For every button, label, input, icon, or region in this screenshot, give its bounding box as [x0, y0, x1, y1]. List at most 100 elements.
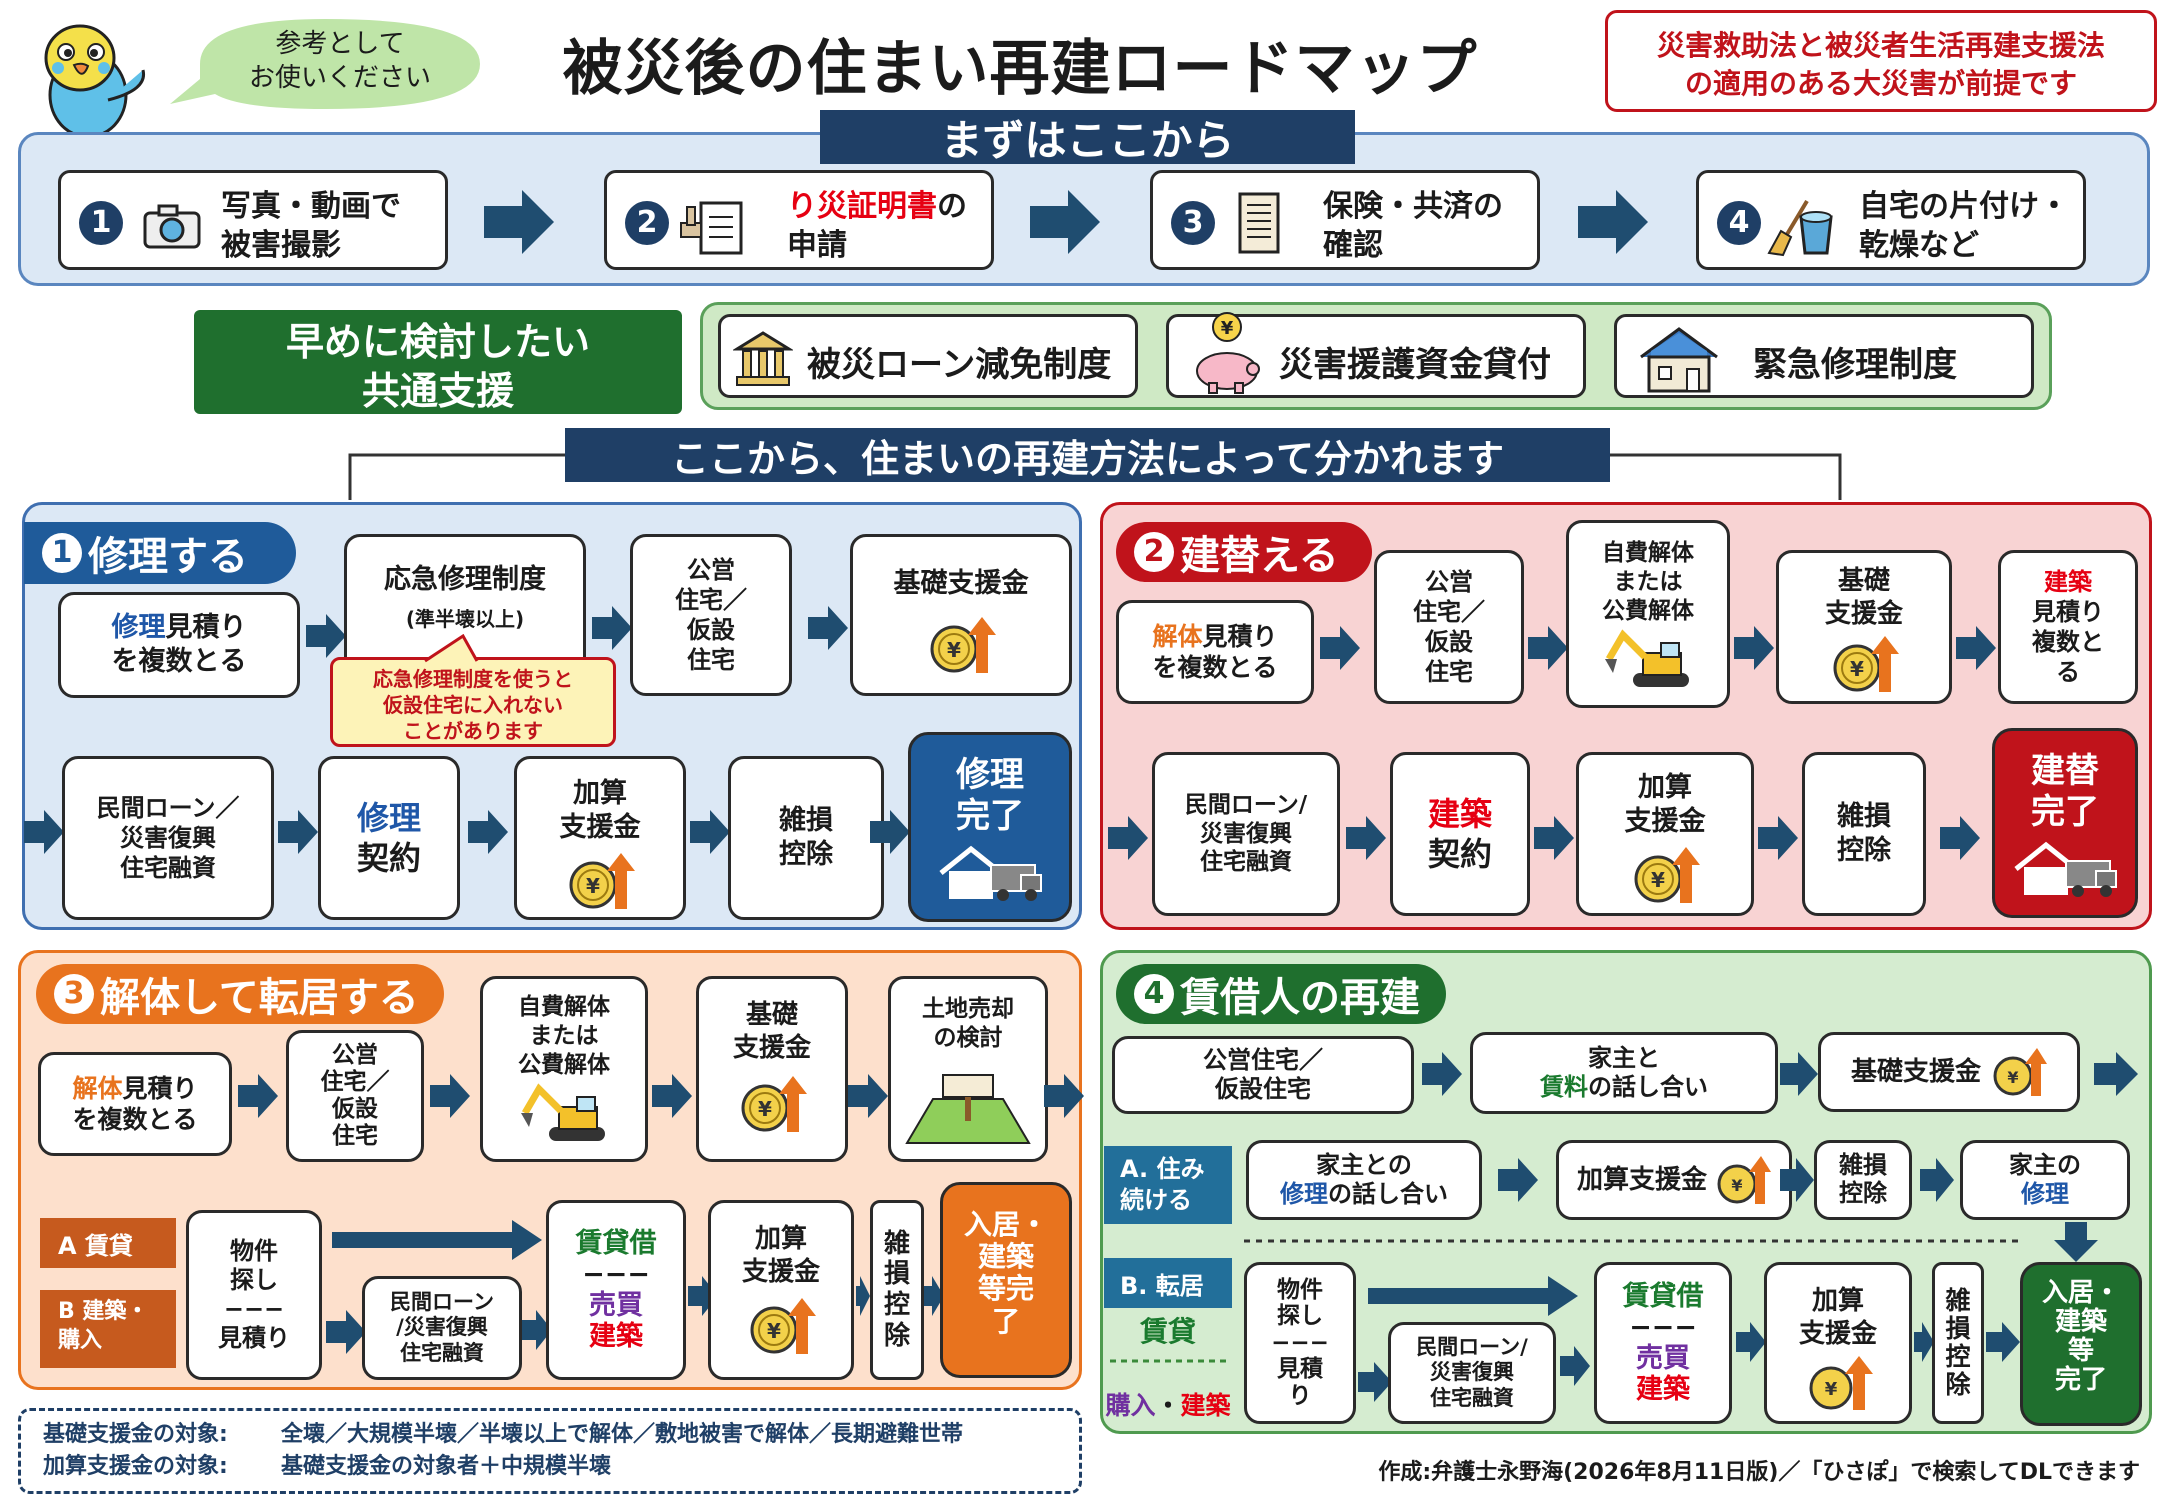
- colored-word: 建築: [1180, 1391, 1231, 1420]
- arrow-right-icon: [1534, 816, 1574, 860]
- box-text: 除: [883, 1320, 910, 1351]
- box-text: 支援金: [741, 1256, 820, 1287]
- box-text: 住宅融資: [1430, 1385, 1514, 1410]
- box-text: 公営: [332, 1041, 378, 1068]
- box-text: 損: [1945, 1314, 1971, 1343]
- lease-purchase-box: 賃貸借 −−− 売買 建築: [1594, 1262, 1732, 1424]
- box-text: 見積り: [218, 1323, 290, 1352]
- common-item-emergency-repair: 緊急修理制度: [1614, 314, 2034, 398]
- box-text: 仮設住宅: [1215, 1075, 1311, 1103]
- box-text: 探し: [230, 1266, 278, 1295]
- bank-icon: [731, 329, 795, 391]
- box-text: 控除: [1839, 1179, 1887, 1207]
- done-text: 建替: [2031, 751, 2099, 791]
- step-number: 3: [1171, 201, 1215, 245]
- section-number-icon: 3: [54, 974, 94, 1014]
- colored-word: 修理: [2021, 1180, 2069, 1208]
- arrow-right-icon: [688, 1276, 718, 1316]
- svg-text:¥: ¥: [1731, 1176, 1742, 1195]
- box-text: 民間ローン／: [96, 794, 240, 822]
- svg-text:¥: ¥: [586, 874, 600, 898]
- arrow-right-icon: [238, 1074, 278, 1118]
- box-text: 加算: [754, 1224, 807, 1254]
- casualty-deduction-box: 雑損 控除: [1814, 1140, 1912, 1220]
- house-truck-icon: [2014, 841, 2117, 897]
- step-4-box: 4 自宅の片付け・ 乾燥など: [1696, 170, 2086, 270]
- box-text: 仮設: [332, 1096, 378, 1122]
- svg-text:¥: ¥: [1651, 868, 1665, 892]
- section-number-icon: 4: [1134, 974, 1174, 1014]
- buy-build-label: 購入・建築: [1104, 1386, 1232, 1422]
- section-title-text: 建替える: [1180, 533, 1339, 579]
- casualty-deduction-box: 雑損 控除: [1802, 752, 1926, 916]
- tag-text: A. 住み: [1120, 1155, 1205, 1183]
- box-text: 加算支援金: [1576, 1164, 1707, 1195]
- private-loan-box: 民間ローン/ 災害復興 住宅融資: [1152, 752, 1340, 916]
- colored-word: 建築: [1636, 1374, 1690, 1406]
- note-label: 基礎支援金の対象:: [43, 1422, 228, 1447]
- step-2-box: 2 り災証明書の 申請: [604, 170, 994, 270]
- box-text: 雑: [883, 1228, 910, 1259]
- box-text: を複数とる: [1152, 653, 1278, 682]
- box-text: 公営: [1425, 568, 1473, 596]
- landlord-repair-box: 家主の 修理: [1960, 1140, 2130, 1220]
- box-text: または: [1613, 568, 1683, 595]
- done-text: 建築: [2054, 1307, 2107, 1338]
- first-steps-banner: まずはここから: [820, 110, 1355, 165]
- step-1-box: 1 写真・動画で 被害撮影: [58, 170, 448, 270]
- arrow-right-icon: [430, 1074, 470, 1118]
- done-text: 完了: [2054, 1365, 2107, 1396]
- box-text: 住宅: [332, 1123, 378, 1150]
- box-text: 公営: [687, 556, 735, 584]
- box-text: 住宅／: [1413, 598, 1485, 626]
- lease-purchase-box: 賃貸借 −−− 売買 建築: [546, 1200, 686, 1380]
- step-text: 乾燥など: [1859, 228, 1979, 263]
- yen-coin-up-icon: ¥: [930, 616, 996, 673]
- common-label-line: 共通支援: [361, 369, 514, 414]
- box-text: −−−: [223, 1295, 285, 1323]
- callout-line: 応急修理制度を使うと: [373, 667, 573, 691]
- box-text: 支援金: [732, 1032, 811, 1063]
- note-text: 基礎支援金の対象者＋中規模半壊: [281, 1453, 612, 1479]
- colored-word: 賃貸借: [1622, 1280, 1704, 1312]
- page-title: 被災後の住まい再建ロードマップ: [562, 34, 1478, 104]
- colored-word: 修理: [1280, 1180, 1328, 1208]
- premise-line: の適用のある大災害が前提です: [1684, 66, 2077, 100]
- house-truck-icon: [939, 845, 1042, 901]
- public-housing-box: 公営住宅／ 仮設住宅: [1112, 1036, 1414, 1114]
- arrow-right-icon: [306, 614, 346, 658]
- box-text: 契約: [356, 839, 421, 877]
- box-text: 控除: [779, 839, 833, 870]
- box-text: る: [2056, 658, 2080, 686]
- dotted-divider: [1244, 1239, 2024, 1243]
- move-tag: B. 転居: [1104, 1258, 1232, 1308]
- box-text: 基礎: [745, 1000, 798, 1030]
- step-text: 写真・動画で: [221, 189, 401, 224]
- damaged-house-icon: [1631, 321, 1727, 399]
- arrow-right-icon: [1346, 816, 1386, 860]
- box-text: 災害復興: [120, 824, 216, 852]
- yen-coin-up-icon: ¥: [741, 1076, 807, 1132]
- arrow-right-icon: [1422, 1052, 1462, 1096]
- dashed-divider: [1110, 1359, 1228, 1363]
- box-text: 公営住宅／: [1203, 1046, 1323, 1075]
- arrow-right-long-icon: [332, 1220, 542, 1260]
- support-notes-box: 基礎支援金の対象:全壊／大規模半壊／半壊以上で解体／敷地被害で解体／長期避難世帯…: [18, 1408, 1082, 1494]
- box-text: −−−: [582, 1258, 650, 1290]
- bubble-line: お使いください: [248, 62, 431, 93]
- step-text-red: り災証明書: [787, 189, 937, 224]
- tenant-complete-box: 入居・ 建築 等 完了: [2020, 1262, 2142, 1426]
- done-text: 入居・: [963, 1208, 1048, 1241]
- excavator-icon: [1605, 629, 1689, 688]
- box-text: /災害復興: [396, 1315, 488, 1340]
- arrow-right-icon: [1578, 190, 1648, 254]
- box-text: 基礎支援金: [1850, 1056, 1981, 1087]
- box-text: (準半壊以上): [405, 606, 525, 631]
- step-3-box: 3 保険・共済の 確認: [1150, 170, 1540, 270]
- document-icon: [1237, 191, 1281, 259]
- demolition-box: 自費解体 または 公費解体: [480, 976, 648, 1162]
- section-rebuild-title: 2 建替える: [1116, 522, 1372, 582]
- box-text: −−−: [1271, 1329, 1329, 1356]
- note-label: 加算支援金の対象:: [43, 1453, 228, 1479]
- colored-word: 建築: [589, 1321, 643, 1353]
